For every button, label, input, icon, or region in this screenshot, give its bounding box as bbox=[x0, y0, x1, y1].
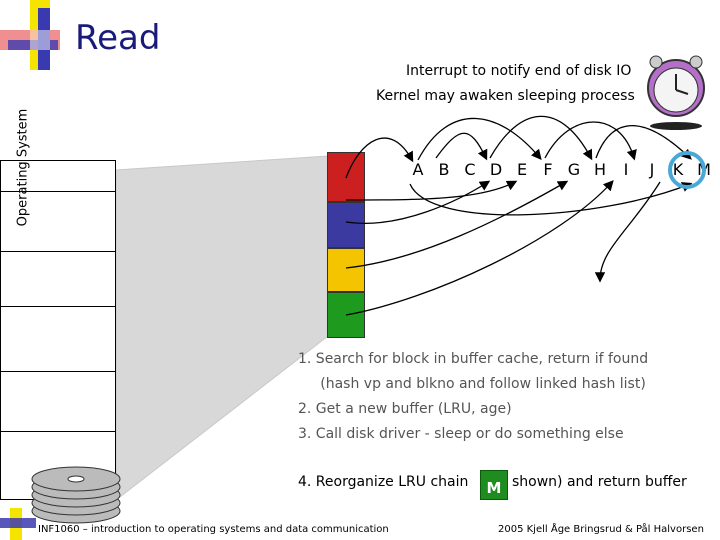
interrupt-note: Interrupt to notify end of disk IO bbox=[406, 63, 632, 79]
block-h: H bbox=[593, 160, 607, 179]
step-4-prefix: 4. Reorganize LRU chain bbox=[298, 474, 469, 490]
step-1: 1. Search for block in buffer cache, ret… bbox=[298, 351, 649, 367]
block-d: D bbox=[489, 160, 503, 179]
block-g: G bbox=[567, 160, 581, 179]
steps-list: 1. Search for block in buffer cache, ret… bbox=[298, 347, 648, 447]
block-m-badge: M bbox=[480, 470, 508, 500]
step-2: 2. Get a new buffer (LRU, age) bbox=[298, 401, 512, 417]
block-f: F bbox=[543, 160, 553, 179]
page-title: Read bbox=[75, 18, 161, 58]
block-e: E bbox=[516, 160, 528, 179]
disk-stack-icon bbox=[31, 466, 121, 524]
block-j: J bbox=[649, 160, 655, 179]
step-1-detail: (hash vp and blkno and follow linked has… bbox=[298, 376, 646, 392]
step-4-suffix: shown) and return buffer bbox=[512, 474, 687, 490]
block-b: B bbox=[438, 160, 450, 179]
slide-corner-icon bbox=[0, 0, 60, 70]
block-i: I bbox=[623, 160, 629, 179]
step-4: 4. Reorganize LRU chain bbox=[298, 474, 468, 490]
cache-block-blue bbox=[327, 202, 365, 248]
awaken-note: Kernel may awaken sleeping process bbox=[376, 88, 635, 104]
clock-icon bbox=[647, 55, 705, 130]
step-3: 3. Call disk driver - sleep or do someth… bbox=[298, 426, 624, 442]
footer-course: INF1060 – introduction to operating syst… bbox=[38, 524, 389, 535]
block-c: C bbox=[464, 160, 476, 179]
cache-block-yellow bbox=[327, 248, 365, 292]
highlight-circle bbox=[668, 151, 706, 189]
footer-corner-icon bbox=[0, 508, 36, 540]
footer-authors: 2005 Kjell Åge Bringsrud & Pål Halvorsen bbox=[498, 524, 704, 535]
block-a: A bbox=[412, 160, 424, 179]
block-k: K bbox=[672, 160, 684, 179]
